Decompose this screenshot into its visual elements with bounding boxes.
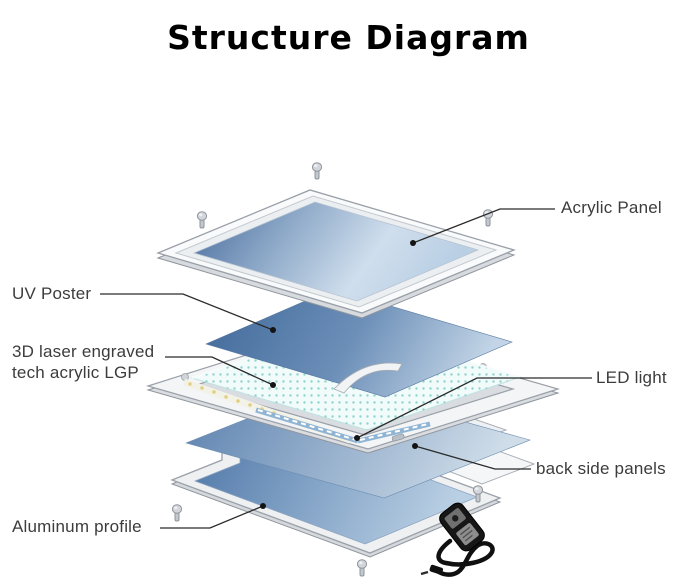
aluminum-profile-label: Aluminum profile [12, 517, 142, 536]
adapter-plug-tip [429, 564, 444, 575]
acrylic-panel-layer [156, 189, 516, 319]
adapter-cable [436, 538, 495, 577]
leader-lgp [165, 356, 274, 386]
power-adapter-icon [420, 502, 495, 577]
acrylic-panel-label: Acrylic Panel [561, 198, 662, 217]
leader-aluminum [160, 505, 264, 529]
leader-back-panels [414, 445, 531, 470]
uv-poster-layer [205, 288, 513, 398]
uv-poster-sheet [205, 288, 513, 398]
leader-dots [260, 240, 418, 509]
led-strip-front [255, 407, 431, 444]
leader-lines [100, 208, 592, 529]
adapter-socket-hole [452, 515, 459, 522]
screw-icon [356, 559, 368, 577]
uv-poster-label: UV Poster [12, 284, 92, 303]
back-side-panels-label: back side panels [536, 459, 666, 478]
screw-icon [196, 211, 208, 229]
leader-uv-poster [100, 293, 274, 331]
lgp-label: 3D laser engraved tech acrylic LGP [12, 341, 154, 383]
lgp-label-line2: tech acrylic LGP [12, 363, 139, 382]
leader-led-light [356, 377, 592, 439]
uv-poster-curl [333, 362, 403, 394]
adapter-plug-pin [420, 570, 429, 576]
leader-acrylic-panel [412, 208, 555, 244]
lgp-label-line1: 3D laser engraved [12, 342, 155, 361]
led-light-label: LED light [596, 368, 667, 387]
acrylic-glass [192, 201, 480, 302]
screw-icon [171, 504, 183, 522]
frame-clip [391, 433, 405, 442]
screw-icon [311, 162, 323, 180]
page-title: Structure Diagram [167, 18, 530, 57]
